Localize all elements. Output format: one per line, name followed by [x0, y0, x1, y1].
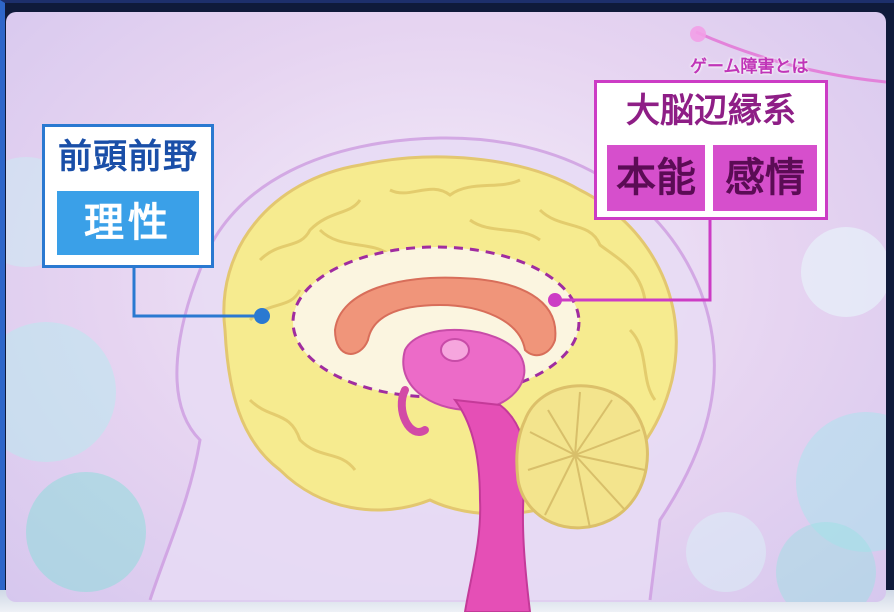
frontal-lobe-label: 前頭前野 理性 — [42, 124, 214, 268]
limbic-function-instinct: 本能 — [607, 145, 705, 211]
frontal-lobe-name: 前頭前野 — [58, 137, 198, 177]
frontal-lobe-function: 理性 — [57, 191, 199, 255]
frontal-connector-line — [132, 268, 262, 318]
limbic-function-emotion: 感情 — [713, 145, 817, 211]
frontal-connector-dot — [254, 308, 270, 324]
limbic-region-outline — [291, 245, 581, 399]
limbic-system-label: 大脳辺縁系 本能 感情 — [594, 80, 828, 220]
limbic-connector-dot — [548, 293, 562, 307]
cerebellum-folds — [527, 391, 646, 529]
limbic-connector-line — [555, 220, 712, 302]
thalamus — [402, 328, 526, 412]
limbic-system-name: 大脳辺縁系 — [626, 91, 796, 131]
topic-title: ゲーム障害とは — [690, 57, 809, 77]
corpus-callosum — [333, 276, 557, 357]
